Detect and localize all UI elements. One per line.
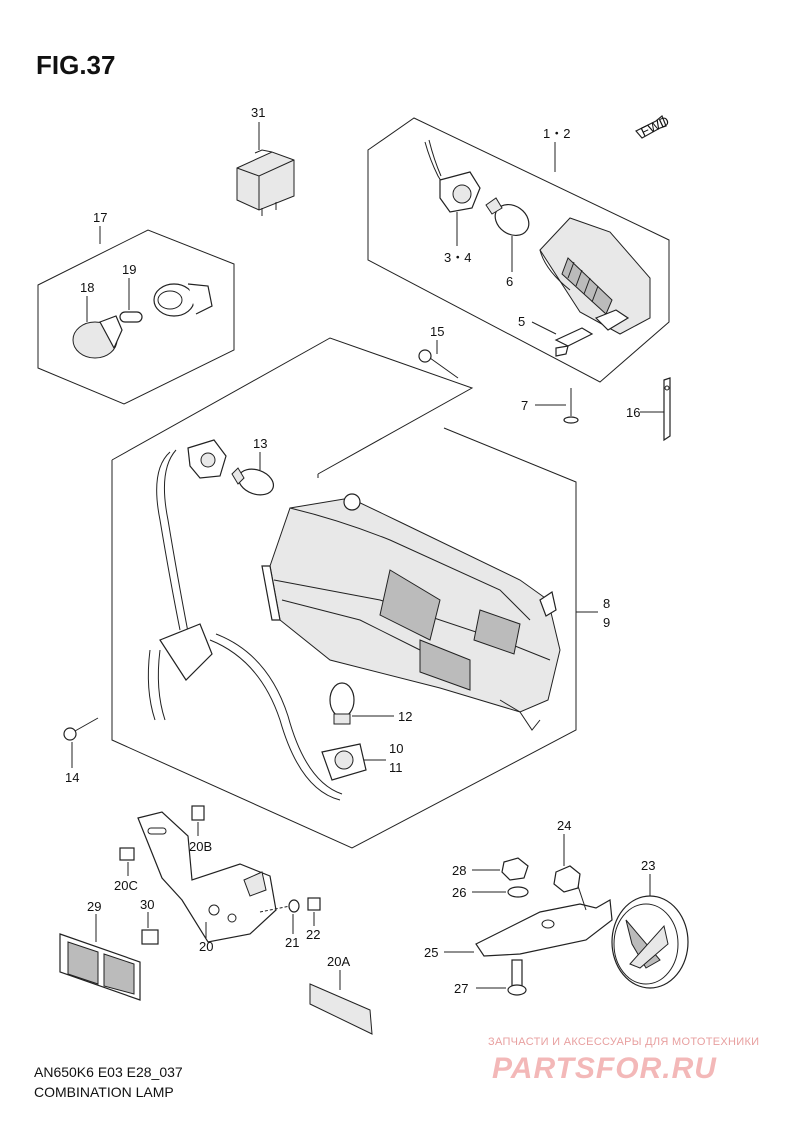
callout-14: 14 — [65, 770, 79, 785]
callout-3-4: 3・4 — [444, 250, 471, 265]
callout-21: 21 — [285, 935, 299, 950]
callout-25: 25 — [424, 945, 438, 960]
bulb-part-12 — [329, 682, 355, 725]
callout-20A: 20A — [327, 954, 350, 969]
nut-part-20C — [119, 847, 135, 861]
watermark-logo: PARTSFOR.RU — [492, 1052, 717, 1085]
callout-28: 28 — [452, 863, 466, 878]
combination-lamp-group-box — [111, 427, 577, 849]
nut-part-28 — [501, 857, 529, 881]
callout-10: 10 — [389, 741, 403, 756]
reflector-part-23 — [611, 895, 689, 989]
screw-part-7 — [563, 388, 579, 424]
callout-27: 27 — [454, 981, 468, 996]
tail-lamp-housing-part — [261, 493, 561, 731]
lamp-socket-part-10 — [321, 743, 367, 781]
bolt-part-27 — [507, 959, 527, 996]
diagram-caption: COMBINATION LAMP — [34, 1084, 174, 1100]
nut-part-24 — [553, 865, 581, 893]
washer-part-26 — [507, 886, 529, 898]
license-lamp-group-box — [37, 229, 235, 405]
bolt-part-20B — [191, 805, 205, 821]
screw-part-14 — [63, 717, 99, 741]
bulb-part-18 — [72, 315, 123, 359]
callout-23: 23 — [641, 858, 655, 873]
watermark-tagline: ЗАПЧАСТИ И АКСЕССУАРЫ ДЛЯ МОТОТЕХНИКИ — [488, 1036, 760, 1048]
screw-part-15 — [418, 349, 459, 379]
callout-19: 19 — [122, 262, 136, 277]
callout-24: 24 — [557, 818, 571, 833]
callout-29: 29 — [87, 899, 101, 914]
bracket-part-25 — [475, 885, 613, 957]
callout-15: 15 — [430, 324, 444, 339]
nut-part-30 — [141, 929, 159, 945]
signal-socket-part — [424, 139, 481, 213]
callout-30: 30 — [140, 897, 154, 912]
model-code: AN650K6 E03 E28_037 — [34, 1064, 183, 1080]
bulb-part-19 — [119, 311, 143, 323]
bulb-part-13 — [231, 467, 275, 496]
lamp-socket-part-13 — [187, 439, 227, 479]
figure-title: FIG.37 — [36, 50, 116, 80]
turn-signal-group-box — [367, 117, 670, 383]
callout-11: 11 — [389, 760, 403, 775]
label-part-20A — [309, 983, 373, 1035]
bracket-part-5 — [554, 327, 594, 357]
fwd-label: FWD — [638, 113, 671, 139]
callout-9: 9 — [603, 615, 610, 630]
callout-8: 8 — [603, 596, 610, 611]
callout-12: 12 — [398, 709, 412, 724]
signal-bulb-part — [485, 197, 530, 237]
fwd-arrow-icon: FWD — [635, 113, 671, 139]
clip-part-16 — [663, 377, 671, 442]
callout-20: 20 — [199, 939, 213, 954]
turn-signal-lens-part — [539, 217, 651, 335]
callout-17: 17 — [93, 210, 107, 225]
callout-1-2: 1・2 — [543, 126, 570, 141]
callout-31: 31 — [251, 105, 265, 120]
callout-7: 7 — [521, 398, 528, 413]
wiring-harness-part — [147, 449, 343, 801]
callout-20B: 20B — [189, 839, 212, 854]
callout-13: 13 — [253, 436, 267, 451]
callout-18: 18 — [80, 280, 94, 295]
callout-20C: 20C — [114, 878, 138, 893]
callout-22: 22 — [306, 927, 320, 942]
callout-6: 6 — [506, 274, 513, 289]
reflector-part-29 — [59, 933, 141, 1001]
callout-16: 16 — [626, 405, 640, 420]
relay-part — [236, 149, 295, 216]
callout-26: 26 — [452, 885, 466, 900]
socket-part-17 — [153, 283, 213, 317]
washer-part-21 — [288, 899, 300, 913]
nut-part-22 — [307, 897, 321, 911]
bracket-part-20 — [137, 811, 277, 943]
callout-5: 5 — [518, 314, 525, 329]
